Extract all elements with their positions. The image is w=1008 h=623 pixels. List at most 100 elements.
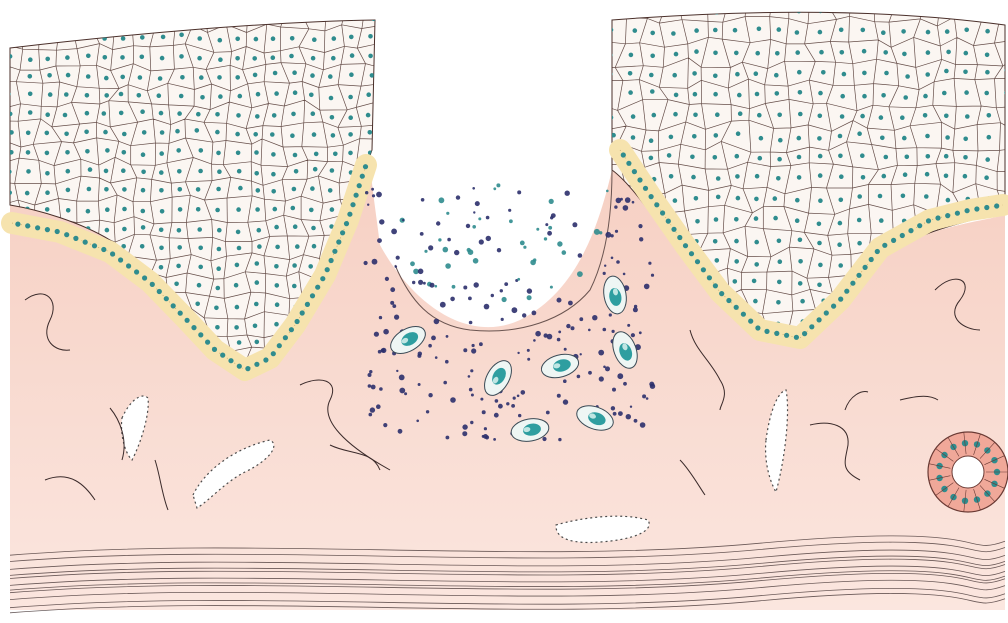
inflammatory-cell <box>410 261 415 266</box>
inflammatory-cell <box>396 256 400 260</box>
nucleus <box>328 188 333 193</box>
nucleus <box>838 263 843 268</box>
inflammatory-cell <box>547 231 552 236</box>
nucleus <box>235 263 240 268</box>
nucleus <box>28 110 33 115</box>
nucleus <box>65 150 70 155</box>
inflammatory-cell <box>517 395 520 398</box>
nucleus <box>310 73 315 78</box>
inflammatory-cell <box>617 373 623 379</box>
inflammatory-cell <box>604 265 606 267</box>
nucleus <box>928 7 933 12</box>
nucleus <box>48 92 53 97</box>
inflammatory-cell <box>606 190 609 193</box>
nucleus <box>290 36 295 41</box>
nucleus <box>275 245 280 250</box>
nucleus <box>177 228 182 233</box>
basal-nucleus <box>271 351 276 356</box>
nucleus <box>857 218 862 223</box>
inflammatory-cell <box>498 404 503 409</box>
inflammatory-cell <box>486 216 490 220</box>
nucleus <box>330 207 335 212</box>
nucleus <box>331 133 336 138</box>
nucleus <box>651 9 656 14</box>
inflammatory-cell <box>592 315 597 320</box>
basal-nucleus <box>64 232 69 237</box>
nucleus <box>773 216 778 221</box>
nucleus <box>235 75 240 80</box>
basal-nucleus <box>350 202 355 207</box>
nucleus <box>330 115 335 120</box>
inflammatory-cell <box>533 258 536 261</box>
inflammatory-cell <box>372 259 378 265</box>
nucleus <box>312 37 317 42</box>
basal-nucleus <box>726 298 731 303</box>
nucleus <box>963 155 968 160</box>
nucleus <box>274 225 279 230</box>
nucleus <box>964 90 969 95</box>
basal-nucleus <box>325 267 330 272</box>
inflammatory-cell <box>546 411 550 415</box>
basal-nucleus <box>955 211 960 216</box>
inflammatory-cell <box>651 274 654 277</box>
inflammatory-cell <box>631 333 635 337</box>
inflammatory-cell <box>638 224 642 228</box>
nucleus <box>842 72 847 77</box>
basal-nucleus <box>621 152 626 157</box>
nucleus <box>903 172 908 177</box>
nucleus <box>122 227 127 232</box>
inflammatory-cell <box>462 424 467 429</box>
inflammatory-cell <box>603 272 606 275</box>
inflammatory-cell <box>469 388 473 392</box>
basal-nucleus <box>809 324 814 329</box>
nucleus <box>216 187 221 192</box>
basal-nucleus <box>917 223 922 228</box>
nucleus <box>255 114 260 119</box>
nucleus <box>984 91 989 96</box>
nucleus <box>862 49 867 54</box>
inflammatory-cell <box>399 375 405 381</box>
basal-nucleus <box>945 213 950 218</box>
nucleus <box>857 241 862 246</box>
inflammatory-cell <box>404 392 407 395</box>
nucleus <box>311 111 316 116</box>
nucleus <box>609 28 614 33</box>
inflammatory-cell <box>494 413 499 418</box>
nucleus <box>291 206 296 211</box>
inflammatory-cell <box>644 284 650 290</box>
nucleus <box>798 112 803 117</box>
inflammatory-cell <box>611 406 615 410</box>
inflammatory-cell <box>623 382 627 386</box>
basal-nucleus <box>908 228 913 233</box>
nucleus <box>985 157 990 162</box>
nucleus <box>880 136 885 141</box>
nucleus <box>141 225 146 230</box>
inflammatory-cell <box>463 348 467 352</box>
nucleus <box>237 169 242 174</box>
basal-nucleus <box>643 186 648 191</box>
nucleus <box>946 50 951 55</box>
nucleus <box>271 55 276 60</box>
inflammatory-cell <box>639 237 643 241</box>
nucleus <box>756 6 761 11</box>
nucleus <box>925 72 930 77</box>
basal-nucleus <box>55 229 60 234</box>
inflammatory-cell <box>443 247 449 253</box>
inflammatory-cell <box>470 421 473 424</box>
inflammatory-cell <box>418 280 423 285</box>
inflammatory-cell <box>517 190 521 194</box>
nucleus <box>160 130 165 135</box>
nucleus <box>857 131 862 136</box>
nucleus <box>923 113 928 118</box>
nucleus <box>83 17 88 22</box>
inflammatory-cell <box>642 394 646 398</box>
nucleus <box>195 18 200 23</box>
basal-nucleus <box>707 275 712 280</box>
nucleus <box>963 70 968 75</box>
inflammatory-cell <box>440 302 446 308</box>
nucleus <box>159 111 164 116</box>
nucleus <box>797 155 802 160</box>
nucleus <box>198 265 203 270</box>
inflammatory-cell <box>522 313 526 317</box>
inflammatory-cell <box>578 253 583 258</box>
